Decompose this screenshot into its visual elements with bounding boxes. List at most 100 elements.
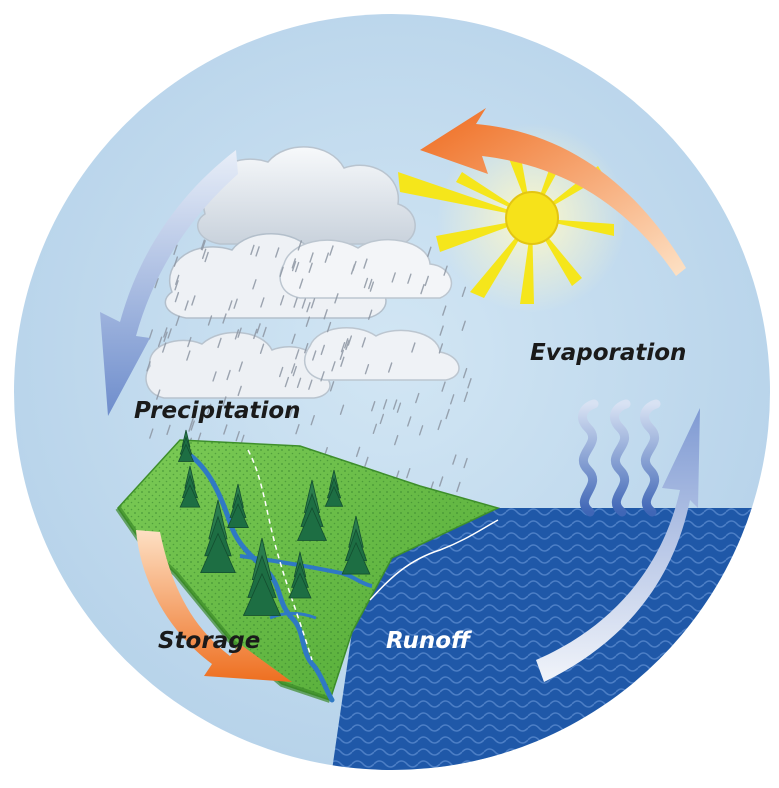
rain-streak: [355, 446, 361, 458]
rain-streak: [301, 298, 307, 309]
tree: [200, 499, 236, 573]
rain-streak: [217, 337, 222, 349]
rain-streak: [324, 252, 330, 263]
tree: [296, 479, 328, 541]
storage-arrow: [136, 530, 292, 682]
rain-streak: [175, 315, 180, 327]
rain-streak: [364, 364, 370, 375]
rain-streak: [293, 297, 298, 308]
rain-streak: [200, 239, 206, 250]
rain-streak: [438, 476, 444, 487]
rain-streak: [329, 381, 335, 392]
rain-streak: [260, 297, 265, 308]
rain-streak: [294, 261, 300, 273]
rain-streak: [445, 408, 450, 420]
rain-streak: [167, 328, 172, 339]
rain-streak: [443, 265, 448, 276]
rain-streak: [156, 389, 161, 400]
rain-streak: [233, 298, 238, 309]
vapor-icon: [578, 399, 661, 517]
rain-streak: [308, 379, 313, 390]
rain-streak: [452, 454, 457, 465]
rain-streak: [320, 371, 325, 382]
rain-streak: [275, 247, 280, 258]
rain-streak: [222, 313, 227, 324]
evaporation-arrow: [420, 108, 686, 276]
tree: [324, 469, 344, 507]
rain-streak: [340, 356, 345, 367]
rain-streak: [388, 362, 393, 373]
tree: [226, 483, 250, 528]
rain-streak: [406, 467, 411, 479]
rain-streak: [154, 277, 159, 289]
rain-streak: [175, 274, 180, 286]
rain-streak: [212, 371, 217, 382]
rain-streak: [368, 309, 373, 320]
rain-streak: [323, 309, 328, 320]
rain-streak: [461, 320, 466, 331]
rain-streak: [420, 283, 425, 295]
rain-streak: [345, 339, 350, 351]
rain-streak: [361, 337, 366, 348]
rain-streak: [334, 293, 339, 304]
rain-streak: [262, 326, 267, 338]
runoff-arrow: [536, 408, 700, 682]
rain-streak: [163, 331, 168, 342]
rain-streak: [304, 342, 309, 354]
rain-streak: [235, 430, 240, 442]
rain-streak: [256, 323, 261, 334]
rain-streak: [364, 456, 369, 468]
rain-streak: [339, 404, 345, 415]
rain-streak: [189, 416, 195, 427]
rain-streak: [467, 378, 472, 389]
rain-streak: [407, 416, 412, 427]
rain-streak: [284, 376, 290, 388]
rain-streak: [291, 260, 297, 272]
rain-streak: [238, 361, 243, 372]
rain-streak: [350, 264, 356, 275]
rain-streak: [201, 240, 206, 251]
rain-streak: [339, 349, 345, 360]
rain-streak: [297, 240, 303, 251]
rain-streak: [207, 315, 213, 326]
rain-streak: [331, 361, 336, 372]
rain-streak: [292, 365, 297, 377]
rain-streak: [418, 425, 424, 436]
rain-streak: [237, 327, 242, 338]
rain-streak: [226, 369, 231, 381]
rain-streak: [223, 424, 228, 435]
rain-streak: [174, 291, 180, 303]
rain-streak: [372, 423, 378, 435]
rain-streak: [255, 246, 260, 257]
rain-streak: [391, 272, 396, 283]
rain-streak: [305, 316, 311, 327]
rain-streak: [166, 424, 171, 436]
label-evaporation: Evaporation: [530, 340, 686, 366]
rain-streak: [253, 328, 258, 340]
rain-streak: [162, 342, 167, 353]
rain-streak: [290, 363, 296, 374]
tree: [288, 551, 312, 599]
rain-streak: [441, 381, 446, 392]
cycle-arrow-icon: [100, 108, 700, 682]
rain-streak: [295, 349, 300, 360]
rain-streak: [237, 385, 242, 397]
label-runoff: Runoff: [386, 628, 473, 654]
rain-streak: [347, 335, 353, 346]
rain-streak: [295, 424, 300, 435]
rain-streak: [396, 402, 402, 413]
tree: [177, 429, 195, 462]
rain-streak: [309, 252, 314, 263]
rain-streak: [439, 325, 444, 336]
rain-streak: [407, 273, 412, 284]
rain-streak: [392, 399, 398, 410]
rain-streak: [461, 286, 467, 297]
rain-streak: [222, 396, 227, 407]
cloud-icon: [145, 146, 460, 399]
label-precipitation: Precipitation: [134, 398, 301, 424]
rain-streak: [382, 399, 388, 410]
rain-streak: [204, 251, 209, 263]
rain-streak: [296, 377, 302, 389]
label-storage: Storage: [158, 628, 260, 654]
rain-streak: [438, 343, 444, 354]
